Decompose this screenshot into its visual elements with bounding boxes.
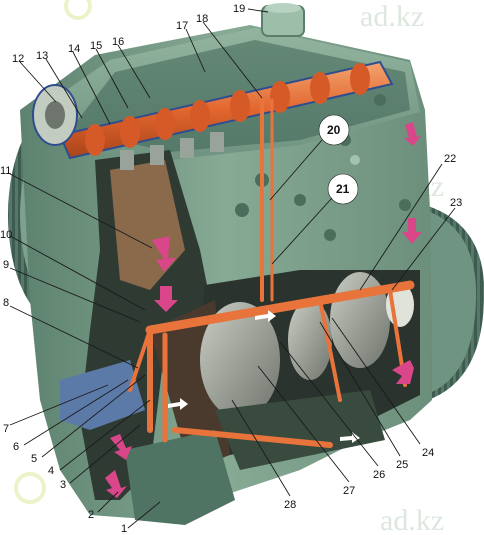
watermark-logo [64,0,92,20]
callout-7: 7 [3,423,9,435]
callout-1: 1 [121,523,127,535]
callout-28: 28 [284,499,296,511]
callout-labels: 1 2 3 4 5 6 7 8 9 10 11 12 13 14 15 16 1… [0,3,462,535]
callout-24: 24 [422,447,434,459]
callout-9: 9 [3,259,9,271]
cam-pulley [32,84,78,146]
callout-19: 19 [233,3,245,15]
callout-20: 20 [327,123,341,137]
callout-13: 13 [36,50,48,62]
callout-circle-21 [327,173,359,205]
watermark-text: ad.kz [360,0,424,33]
callout-14: 14 [68,43,80,55]
callout-circle-20 [318,114,350,146]
oil-pump-assembly [60,360,385,525]
callout-11: 11 [0,165,11,177]
callout-17: 17 [176,20,188,32]
callout-8: 8 [3,297,9,309]
callout-2: 2 [88,509,94,521]
callout-4: 4 [48,465,54,477]
callout-27: 27 [343,485,355,497]
oil-flow-arrows-white [168,310,360,443]
flywheel [425,205,484,400]
callout-21: 21 [336,182,350,196]
callout-15: 15 [90,40,102,52]
callout-10: 10 [0,229,12,241]
crankshaft [200,272,414,418]
callout-18: 18 [196,13,208,25]
watermark-logo [14,472,46,504]
oil-channels [128,98,415,448]
callout-23: 23 [450,197,462,209]
callout-25: 25 [396,459,408,471]
callout-16: 16 [112,36,124,48]
callout-12: 12 [12,53,24,65]
callout-22: 22 [444,153,456,165]
leader-lines [9,8,456,529]
callout-26: 26 [373,469,385,481]
callout-5: 5 [31,453,37,465]
camshaft [58,60,394,160]
callout-6: 6 [13,441,19,453]
valve-springs [120,132,224,170]
watermark-text: ad.kz [380,504,444,535]
callout-3: 3 [60,479,66,491]
oil-filler-cap [261,3,305,37]
oil-flow-arrows [105,122,422,498]
